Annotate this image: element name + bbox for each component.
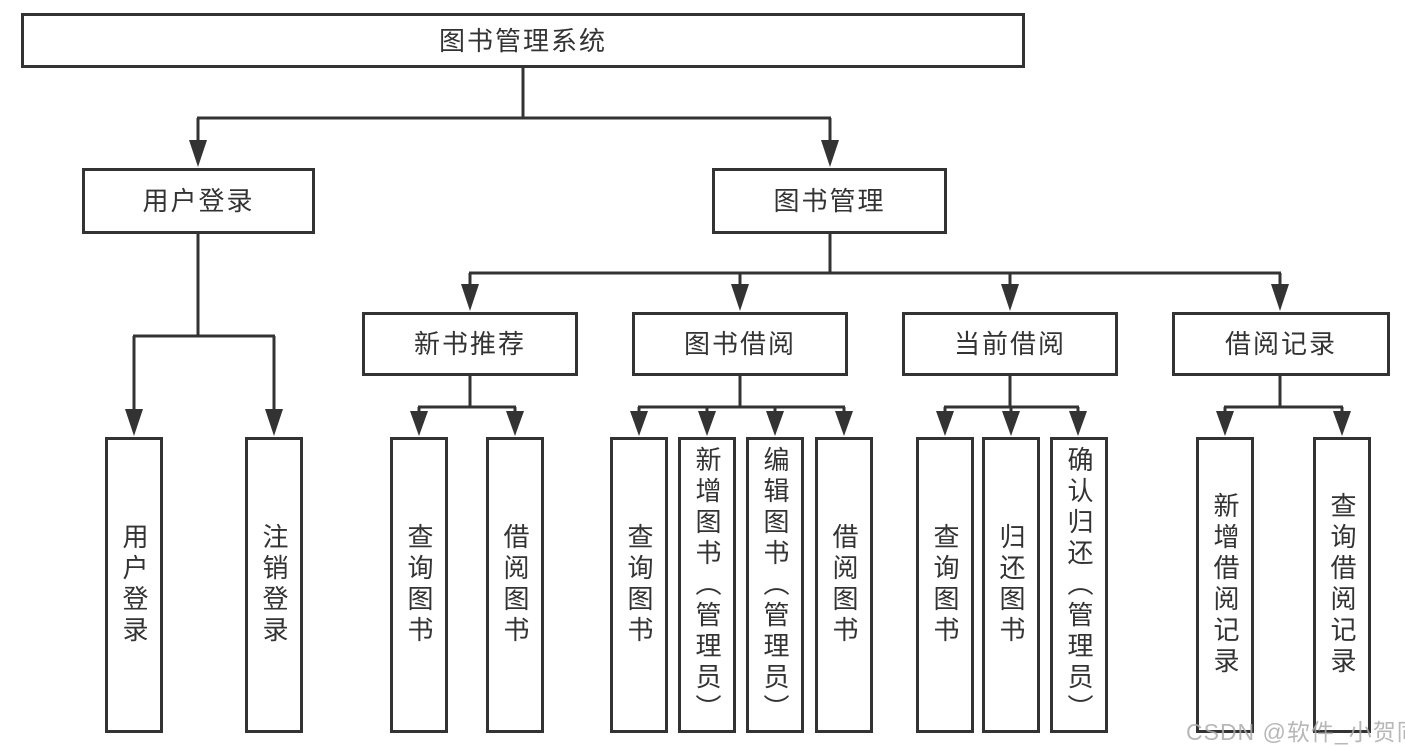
leaf-add-book-admin-label: 新增图书（管理员） [692,445,722,725]
leaf-query-books-borrow-label: 查询图书 [624,523,654,647]
leaf-edit-book-admin: 编辑图书（管理员） [746,437,804,733]
node-user-login-label: 用户登录 [142,186,255,216]
leaf-query-books-current: 查询图书 [916,437,974,733]
node-root-label: 图书管理系统 [438,25,607,56]
leaf-add-borrow-record-label: 新增借阅记录 [1210,492,1240,678]
node-current-borrow-label: 当前借阅 [953,329,1066,359]
leaf-return-book: 归还图书 [982,437,1040,733]
leaf-add-borrow-record: 新增借阅记录 [1196,437,1254,733]
leaf-borrow-books-recommend: 借阅图书 [486,437,544,733]
node-new-book-recommend-label: 新书推荐 [413,329,526,359]
connector-stems [132,68,1344,414]
node-borrow-records-label: 借阅记录 [1224,329,1337,359]
leaf-logout-label: 注销登录 [259,523,289,647]
leaf-borrow-books: 借阅图书 [815,437,873,733]
leaf-user-login-label: 用户登录 [119,523,149,647]
node-book-borrow-label: 图书借阅 [683,329,796,359]
leaf-confirm-return-admin: 确认归还（管理员） [1050,437,1108,733]
leaf-query-books-borrow: 查询图书 [610,437,668,733]
leaf-query-books-recommend-label: 查询图书 [404,523,434,647]
leaf-borrow-books-recommend-label: 借阅图书 [500,523,530,647]
node-book-borrow: 图书借阅 [632,312,848,376]
node-book-management-label: 图书管理 [773,186,886,216]
leaf-query-books-recommend: 查询图书 [390,437,448,733]
leaf-query-books-current-label: 查询图书 [930,523,960,647]
node-current-borrow: 当前借阅 [902,312,1118,376]
node-user-login: 用户登录 [82,168,315,234]
node-book-management: 图书管理 [712,168,947,234]
leaf-logout: 注销登录 [245,437,303,733]
leaf-add-book-admin: 新增图书（管理员） [678,437,736,733]
leaf-query-borrow-record-label: 查询借阅记录 [1327,492,1357,678]
node-root: 图书管理系统 [21,13,1025,68]
node-borrow-records: 借阅记录 [1172,312,1390,376]
leaf-edit-book-admin-label: 编辑图书（管理员） [760,445,790,725]
watermark: CSDN @软件_小贺同学 [1186,719,1405,745]
leaf-borrow-books-label: 借阅图书 [829,523,859,647]
leaf-query-borrow-record: 查询借阅记录 [1313,437,1371,733]
arrowheads [125,140,1351,436]
leaf-user-login: 用户登录 [105,437,163,733]
leaf-return-book-label: 归还图书 [996,523,1026,647]
node-new-book-recommend: 新书推荐 [362,312,578,376]
leaf-confirm-return-admin-label: 确认归还（管理员） [1064,445,1094,725]
